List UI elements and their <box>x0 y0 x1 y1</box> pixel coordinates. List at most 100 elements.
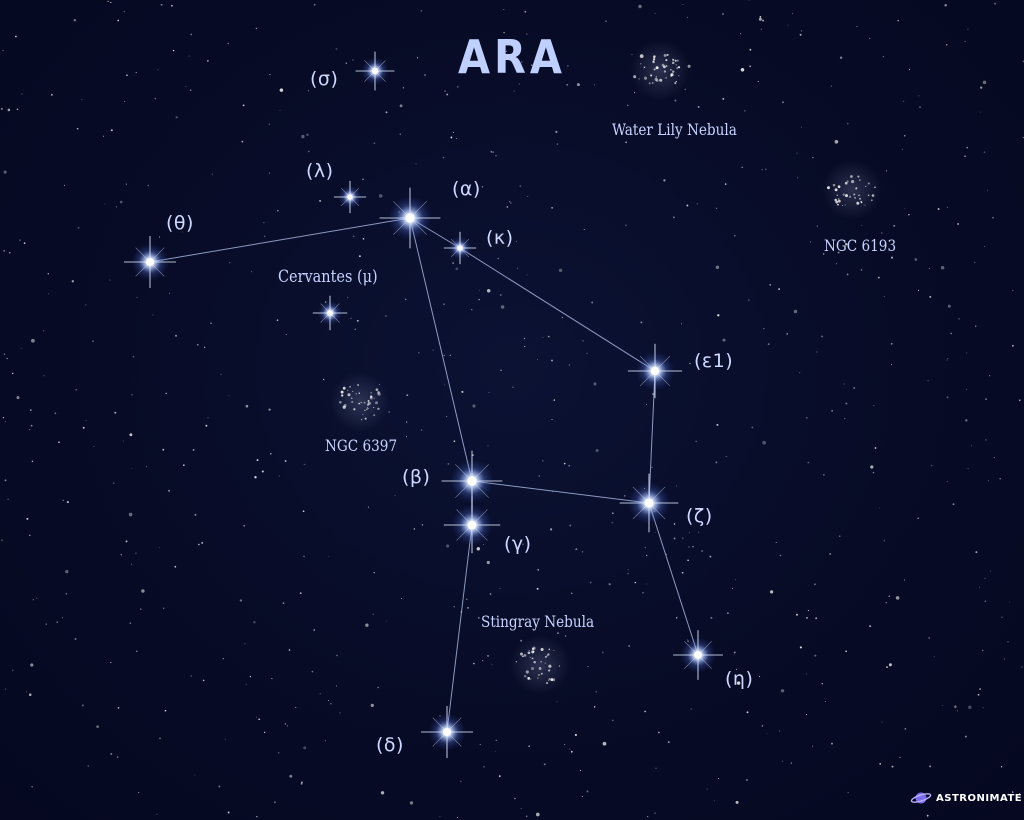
field-star <box>472 404 476 408</box>
field-star <box>255 716 258 718</box>
field-star <box>76 128 79 130</box>
field-star <box>452 262 454 264</box>
field-star <box>443 303 445 306</box>
field-star <box>790 762 792 764</box>
star-delta <box>420 705 474 759</box>
ngc6193-cluster-star <box>874 186 876 189</box>
field-star <box>420 429 423 431</box>
field-star <box>628 645 630 647</box>
field-star <box>327 699 329 702</box>
ngc6193-cluster-star <box>846 180 849 183</box>
field-star <box>901 148 903 150</box>
field-star <box>986 189 989 191</box>
field-star <box>207 60 209 62</box>
field-star <box>769 590 774 594</box>
field-star <box>743 110 746 112</box>
field-star <box>210 322 212 324</box>
ngc6397-cluster-star <box>353 408 356 411</box>
field-star <box>409 801 414 805</box>
ngc6193-cluster-star <box>856 201 860 205</box>
field-star <box>760 28 762 30</box>
field-star <box>7 108 11 112</box>
field-star <box>882 55 885 58</box>
field-star <box>399 133 402 135</box>
ngc6397-cluster-star <box>347 393 351 397</box>
field-star <box>54 412 57 415</box>
line-beta-zeta <box>471 480 650 504</box>
field-star <box>1000 766 1003 768</box>
field-star <box>516 267 518 269</box>
line-kappa-epsilon1 <box>459 247 656 372</box>
field-star <box>658 731 660 734</box>
field-star <box>966 388 968 390</box>
field-star <box>844 242 848 246</box>
field-star <box>242 104 245 107</box>
field-star <box>85 420 87 422</box>
constellation-title: ARA <box>458 30 566 84</box>
field-star <box>725 456 727 458</box>
field-star <box>258 718 261 721</box>
field-star <box>805 713 808 716</box>
field-star <box>123 10 126 13</box>
field-star <box>741 166 744 169</box>
water-lily-cluster-star <box>674 82 677 85</box>
field-star <box>775 542 777 544</box>
field-star <box>564 743 566 745</box>
field-star <box>140 608 142 610</box>
field-star <box>58 441 60 444</box>
water-lily-cluster-star <box>678 75 680 77</box>
field-star <box>829 553 832 555</box>
field-star <box>415 163 417 165</box>
ngc6397-cluster-star <box>374 401 379 405</box>
field-star <box>288 649 291 651</box>
field-star <box>874 447 877 449</box>
field-star <box>970 445 973 447</box>
ngc6193-cluster-star <box>871 194 875 197</box>
field-star <box>835 263 837 265</box>
field-star <box>558 268 563 273</box>
field-star <box>766 732 768 734</box>
stingray-cluster-star <box>550 678 554 682</box>
logo-text: ASTRONIMATE <box>936 792 1023 804</box>
field-star <box>432 349 434 351</box>
field-star <box>175 116 178 119</box>
field-star <box>735 800 739 804</box>
ngc6397-cluster-star <box>363 401 366 404</box>
field-star <box>279 88 284 92</box>
field-star <box>860 269 863 271</box>
label-zeta: (ζ) <box>686 505 713 527</box>
field-star <box>26 691 27 693</box>
field-star <box>838 535 841 538</box>
field-star <box>891 256 893 259</box>
field-star <box>478 298 480 301</box>
field-star <box>839 56 843 59</box>
field-star <box>801 30 803 32</box>
stingray-cluster-star <box>519 652 524 656</box>
field-star <box>245 404 249 408</box>
field-star <box>883 296 885 298</box>
field-star <box>497 257 499 260</box>
field-star <box>481 186 484 188</box>
field-star <box>85 304 87 306</box>
field-star <box>722 97 725 100</box>
field-star <box>286 725 289 727</box>
star-mu <box>312 295 348 331</box>
field-star <box>1012 791 1014 793</box>
field-star <box>644 710 646 713</box>
field-star <box>323 378 325 381</box>
field-star <box>354 328 356 330</box>
field-star <box>120 554 122 556</box>
field-star <box>811 745 814 747</box>
field-star <box>456 85 459 88</box>
stingray-cluster-star <box>528 649 530 652</box>
field-star <box>715 207 718 210</box>
field-star <box>848 245 850 247</box>
field-star <box>453 605 455 608</box>
field-star <box>474 62 476 64</box>
stingray-cluster-star <box>527 651 531 655</box>
field-star <box>51 93 53 96</box>
field-star <box>222 658 224 660</box>
field-star <box>26 517 29 520</box>
water-lily-cluster-star <box>676 59 679 62</box>
field-star <box>595 690 598 693</box>
